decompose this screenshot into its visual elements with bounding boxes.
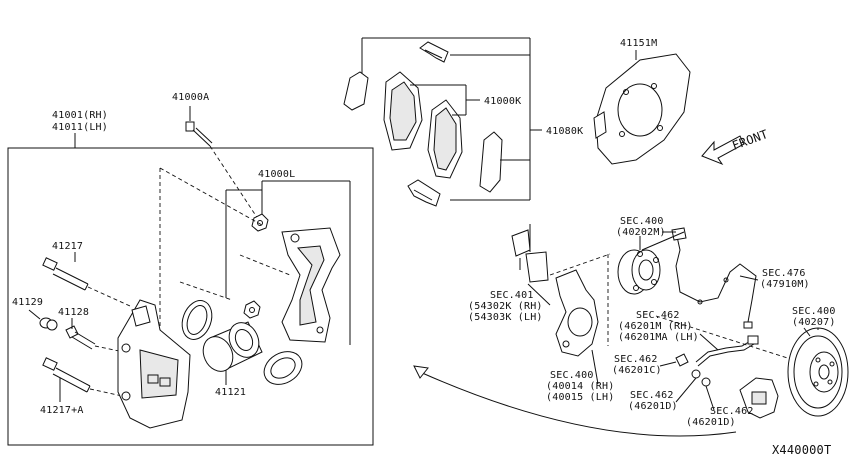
nut-upper: [251, 213, 269, 232]
piston: [202, 321, 263, 372]
abs-sensor-harness: [671, 227, 757, 329]
guide-pin-41217A: [42, 357, 91, 402]
hose-washer-46201D: [691, 369, 711, 387]
label-sec400-hub: SEC.400 (40202M): [616, 216, 666, 238]
dashed-guide: [89, 388, 123, 397]
pad-clip-upper: [419, 41, 449, 63]
svg-text:SEC.462: SEC.462: [710, 406, 754, 417]
drawing-code: X440000T: [772, 443, 831, 457]
bleeder-cap-41129: [28, 309, 58, 331]
svg-text:SEC.462: SEC.462: [614, 354, 658, 365]
caliper-projection-lines: [159, 167, 291, 330]
dust-shield-41151M: [593, 50, 691, 165]
svg-text:(46201M (RH): (46201M (RH): [618, 321, 693, 332]
label-sec462-c: SEC.462 (46201C): [612, 354, 662, 376]
caliper-assembly-frame: [7, 147, 374, 446]
svg-text:(46201D): (46201D): [628, 401, 678, 412]
nut-lower: [243, 300, 261, 319]
label-sec401: SEC.401 (54302K (RH) (54303K (LH): [468, 290, 543, 323]
label-sec462-d2: SEC.462 (46201D): [686, 406, 754, 428]
label-caliper-assembly: 41001(RH) 41011(LH): [52, 110, 108, 133]
svg-text:(46201D): (46201D): [686, 417, 736, 428]
label-sec462-hose: SEC.462 (46201M (RH) (46201MA (LH): [618, 310, 699, 343]
caliper-small: [739, 377, 779, 419]
svg-text:(46201MA (LH): (46201MA (LH): [618, 332, 699, 343]
svg-text:SEC.401: SEC.401: [490, 290, 534, 301]
brake-rotor: [787, 327, 849, 417]
label-41217: 41217: [52, 241, 83, 252]
label-sec462-d1: SEC.462 (46201D): [628, 390, 678, 412]
shim-outer: [479, 131, 530, 193]
svg-text:(46201C): (46201C): [612, 365, 662, 376]
svg-text:(40207): (40207): [792, 317, 836, 328]
label-41129: 41129: [12, 297, 43, 308]
piston-seal-41121: [181, 300, 213, 340]
svg-text:SEC.476: SEC.476: [762, 268, 806, 279]
shim: [343, 71, 369, 111]
label-41000A: 41000A: [172, 92, 209, 103]
caliper-body: [117, 299, 191, 429]
dashed-guide: [209, 145, 263, 226]
svg-text:(40014 (RH): (40014 (RH): [546, 381, 614, 392]
bolt-41000A: [185, 106, 213, 147]
svg-text:41001(RH): 41001(RH): [52, 110, 108, 121]
svg-text:SEC.400: SEC.400: [550, 370, 594, 381]
wheel-hub: [617, 236, 661, 295]
pad-clip-lower: [407, 179, 441, 207]
label-leaders: [527, 231, 811, 411]
label-41000K: 41000K: [484, 96, 521, 107]
front-arrow: [701, 135, 745, 166]
dust-boot: [263, 351, 303, 385]
label-41217A: 41217+A: [40, 405, 84, 416]
svg-text:SEC.400: SEC.400: [620, 216, 664, 227]
sensor-bracket: [511, 224, 549, 283]
label-41151M: 41151M: [620, 38, 657, 49]
svg-text:(54302K (RH): (54302K (RH): [468, 301, 543, 312]
label-sec476: SEC.476 (47910M): [760, 268, 810, 290]
brake-hose: [695, 335, 759, 367]
hose-bolt-46201C: [675, 353, 689, 367]
svg-text:(47910M): (47910M): [760, 279, 810, 290]
caliper-bracket-41000L: [225, 180, 351, 345]
guide-pin-41217: [42, 252, 89, 291]
label-41128: 41128: [58, 307, 89, 318]
svg-text:41011(LH): 41011(LH): [52, 122, 108, 133]
svg-text:(40202M): (40202M): [616, 227, 666, 238]
label-sec400-rotor: SEC.400 (40207): [792, 306, 836, 328]
svg-text:(40015 (LH): (40015 (LH): [546, 392, 614, 403]
svg-text:SEC.462: SEC.462: [630, 390, 674, 401]
label-41080K: 41080K: [546, 126, 583, 137]
label-41121: 41121: [215, 387, 246, 398]
label-front: FRONT: [730, 127, 770, 153]
pad-kit-41080K: [361, 37, 542, 201]
dashed-guide: [549, 253, 611, 276]
steering-knuckle: [555, 269, 599, 357]
rotation-arrow: [413, 365, 737, 437]
dashed-guide: [87, 286, 131, 307]
svg-text:SEC.400: SEC.400: [792, 306, 836, 317]
label-sec400-knuckle: SEC.400 (40014 (RH) (40015 (LH): [546, 370, 614, 403]
bleeder-screw-41128: [65, 318, 96, 350]
label-41000L: 41000L: [258, 169, 295, 180]
svg-text:(54303K (LH): (54303K (LH): [468, 312, 543, 323]
svg-text:SEC.462: SEC.462: [636, 310, 680, 321]
brake-pad-41000K: [383, 71, 480, 179]
